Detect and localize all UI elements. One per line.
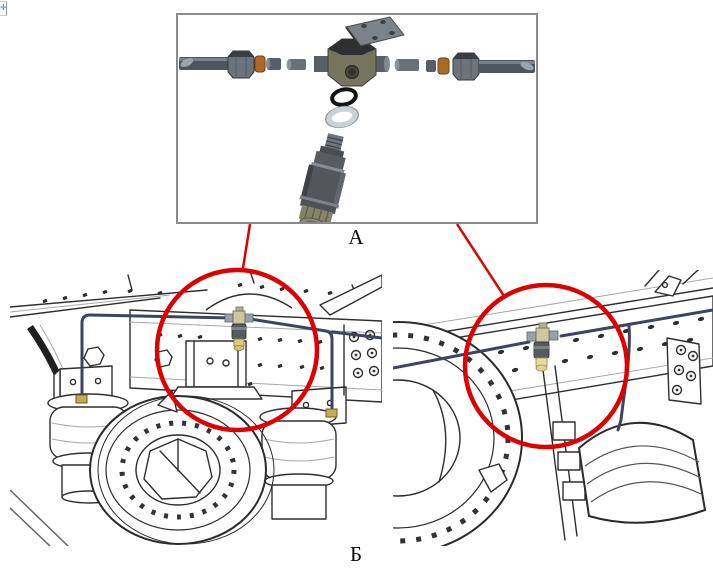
left-seal-ring (254, 55, 266, 73)
right-spacer (394, 59, 419, 71)
air-spring-right-view (577, 421, 707, 524)
broken-image-icon: ✛ (0, 1, 7, 16)
right-union-nut (452, 52, 480, 81)
top-right-structure (644, 270, 699, 297)
left-air-tube (179, 57, 229, 70)
sealing-washer (325, 105, 359, 129)
right-seal-ring (437, 57, 450, 75)
chassis-line-art-right (393, 270, 713, 546)
leader-line-left (241, 223, 252, 269)
mounting-plate (345, 16, 405, 47)
detail-view-box (176, 13, 538, 224)
highlight-circle-left (154, 267, 320, 433)
highlight-circle-right (462, 282, 630, 450)
right-location-view (393, 270, 713, 546)
tee-fitting-body (314, 38, 390, 87)
fender-dome (205, 293, 293, 311)
left-sleeve (265, 58, 281, 70)
right-line-nut (325, 408, 338, 418)
center-bracket (169, 340, 263, 400)
mid-structure (542, 365, 586, 541)
left-union-nut (227, 50, 255, 79)
left-line-nut (75, 394, 88, 404)
chassis-line-art-left (10, 267, 382, 546)
brake-drum (89, 390, 275, 545)
o-ring (330, 87, 358, 107)
pressure-sensor (298, 133, 346, 222)
left-location-view (10, 265, 382, 546)
right-bolt-cluster (343, 324, 380, 396)
right-bolt-cluster (666, 337, 702, 405)
exploded-view-drawing (179, 16, 535, 222)
detail-a-label: А (348, 225, 364, 249)
air-line (80, 313, 382, 413)
installed-sensor-right (526, 322, 559, 372)
detail-b-label: Б (349, 542, 363, 566)
right-sleeve (426, 60, 436, 72)
foreground-lines (10, 489, 69, 546)
diagonal-brace (319, 274, 382, 316)
left-spacer (286, 59, 306, 70)
right-air-tube (479, 60, 535, 73)
installed-sensor-left (224, 306, 254, 351)
